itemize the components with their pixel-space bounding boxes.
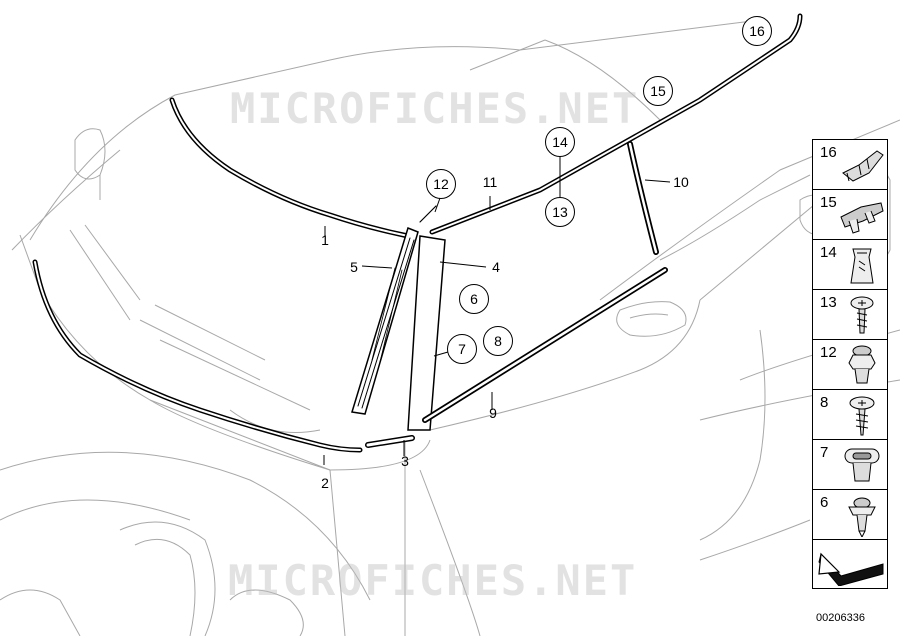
legend-item-6[interactable]: 6 <box>812 489 888 540</box>
legend-item-7[interactable]: 7 <box>812 439 888 490</box>
watermark-top: MICROFICHES.NET <box>230 84 640 133</box>
callout-1[interactable]: 1 <box>321 232 329 248</box>
callout-15[interactable]: 15 <box>643 76 673 106</box>
clip-nut-icon <box>850 248 874 284</box>
legend-item-12[interactable]: 12 <box>812 339 888 390</box>
car-body-outline <box>0 19 900 636</box>
legend-label: 8 <box>820 394 829 411</box>
callout-leaders <box>323 156 671 465</box>
legend-label: 13 <box>820 294 837 311</box>
clip-holder-icon <box>842 150 884 182</box>
callout-10[interactable]: 10 <box>673 174 689 190</box>
legend-item-8[interactable]: 8 <box>812 389 888 440</box>
legend-label: 14 <box>820 244 837 261</box>
push-rivet-icon <box>848 497 876 537</box>
direction-arrow-icon <box>818 552 884 586</box>
windshield-lower-molding <box>32 259 363 453</box>
legend-label: 7 <box>820 444 829 461</box>
legend-label: 15 <box>820 194 837 211</box>
callout-7[interactable]: 7 <box>447 334 477 364</box>
callout-9[interactable]: 9 <box>489 405 497 421</box>
callout-11[interactable]: 11 <box>482 174 498 190</box>
watermark-bottom: MICROFICHES.NET <box>228 556 638 605</box>
a-pillar-finisher <box>407 235 446 431</box>
diagram-id-label: 00206336 <box>816 612 865 624</box>
callout-16[interactable]: 16 <box>742 16 772 46</box>
legend-item-arrow[interactable] <box>812 539 888 589</box>
grommet-icon <box>844 448 880 482</box>
legend-label: 6 <box>820 494 829 511</box>
callout-2[interactable]: 2 <box>321 475 329 491</box>
trim-parts <box>32 13 803 453</box>
callout-8[interactable]: 8 <box>483 326 513 356</box>
legend-label: 16 <box>820 144 837 161</box>
legend-item-15[interactable]: 15 <box>812 189 888 240</box>
screw-washer-icon <box>849 396 875 436</box>
legend-item-13[interactable]: 13 <box>812 289 888 340</box>
expanding-rivet-icon <box>848 345 876 384</box>
legend-item-14[interactable]: 14 <box>812 239 888 290</box>
a-pillar-cover <box>351 227 419 415</box>
callout-3[interactable]: 3 <box>401 453 409 469</box>
callout-14[interactable]: 14 <box>545 127 575 157</box>
callout-4[interactable]: 4 <box>492 259 500 275</box>
legend-label: 12 <box>820 344 837 361</box>
legend-item-16[interactable]: 16 <box>812 139 888 190</box>
callout-5[interactable]: 5 <box>350 259 358 275</box>
callout-6[interactable]: 6 <box>459 284 489 314</box>
clip-bracket-icon <box>840 202 884 234</box>
callout-12[interactable]: 12 <box>426 169 456 199</box>
screw-icon <box>850 296 874 334</box>
callout-13[interactable]: 13 <box>545 197 575 227</box>
